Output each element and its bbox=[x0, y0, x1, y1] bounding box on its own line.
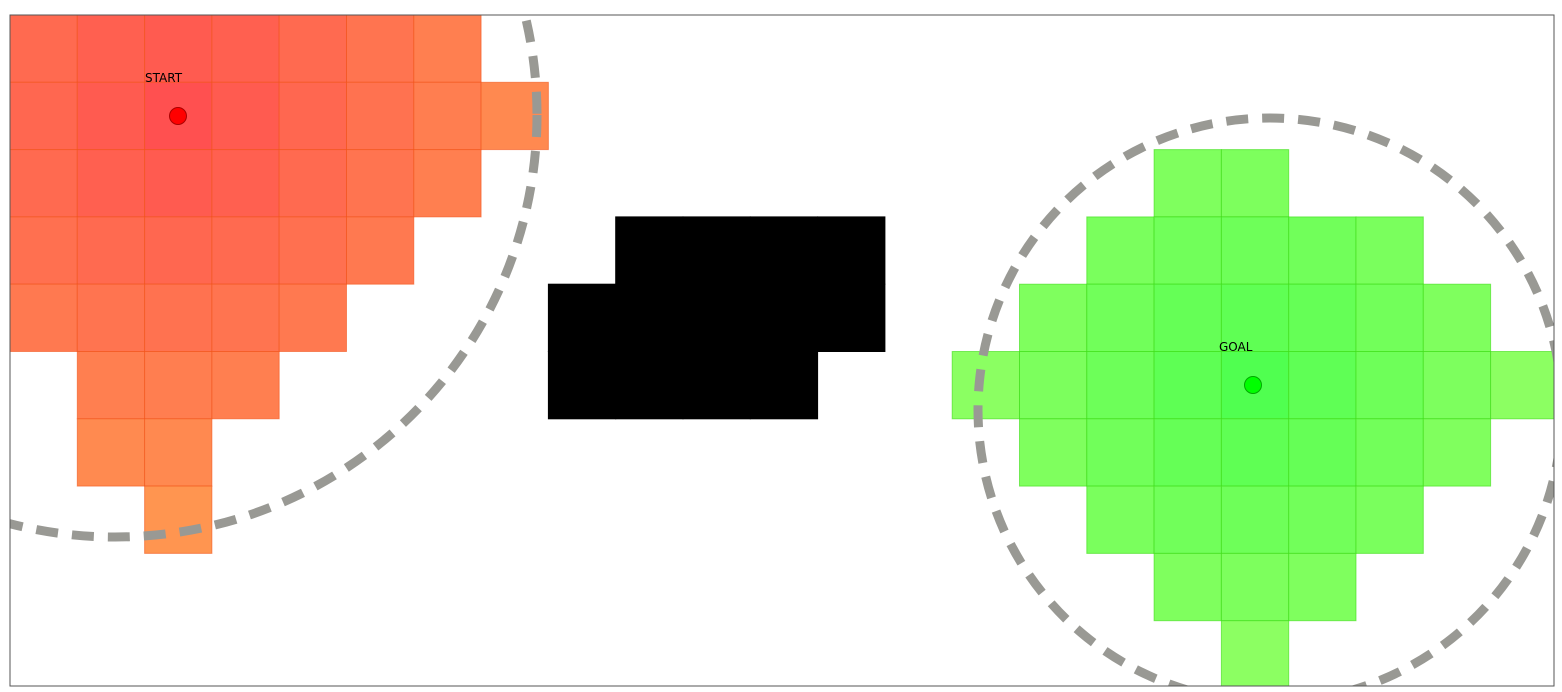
start-cell bbox=[413, 81, 482, 151]
start-cell bbox=[211, 149, 280, 218]
start-cell bbox=[346, 149, 415, 218]
goal-cell bbox=[1422, 418, 1492, 487]
obstacle-cell bbox=[682, 351, 751, 420]
goal-cell bbox=[951, 351, 1021, 420]
start-cell bbox=[10, 149, 78, 218]
obstacle-cell bbox=[817, 216, 886, 285]
obstacle-cell bbox=[547, 351, 617, 420]
goal-cell bbox=[1490, 351, 1554, 420]
start-cell bbox=[278, 283, 348, 353]
start-cell bbox=[76, 418, 146, 487]
goal-cell bbox=[1019, 351, 1088, 420]
obstacle-cell bbox=[817, 283, 886, 352]
obstacle-cell bbox=[682, 283, 751, 352]
goal-cell bbox=[1153, 418, 1222, 487]
start-cell bbox=[144, 15, 213, 83]
start-cell bbox=[346, 216, 415, 285]
goal-cell bbox=[1086, 216, 1155, 285]
goal-cell bbox=[1422, 351, 1492, 420]
start-cell bbox=[10, 15, 78, 83]
start-cell bbox=[278, 149, 348, 218]
start-cell bbox=[144, 418, 213, 487]
goal-cell bbox=[1220, 552, 1290, 622]
goal-cell bbox=[1153, 485, 1222, 554]
goal-cell bbox=[1153, 216, 1222, 285]
start-cell bbox=[211, 15, 280, 83]
goal-cell bbox=[1086, 418, 1155, 487]
goal-cell bbox=[1220, 283, 1290, 353]
start-cell bbox=[278, 15, 348, 83]
goal-cell bbox=[1288, 283, 1357, 353]
goal-cell bbox=[1355, 351, 1424, 420]
start-marker bbox=[169, 107, 187, 125]
goal-boundary-circle bbox=[973, 113, 1554, 686]
obstacle-cell bbox=[547, 283, 617, 352]
obstacle bbox=[547, 216, 886, 420]
start-cell bbox=[278, 216, 348, 285]
goal-cell bbox=[1355, 216, 1424, 285]
start-cell bbox=[10, 283, 78, 353]
start-cell bbox=[144, 351, 213, 420]
goal-cell bbox=[1288, 552, 1357, 622]
goal-cell bbox=[1220, 216, 1290, 285]
goal-cell bbox=[1086, 283, 1155, 353]
goal-cell bbox=[1019, 283, 1088, 353]
goal-cell bbox=[1288, 216, 1357, 285]
start-cell bbox=[211, 283, 280, 353]
start-cell bbox=[211, 216, 280, 285]
start-region bbox=[10, 15, 549, 554]
goal-cell bbox=[1355, 485, 1424, 554]
start-cell bbox=[10, 216, 78, 285]
start-cell bbox=[211, 81, 280, 151]
goal-cell bbox=[1086, 485, 1155, 554]
obstacle-cell bbox=[615, 283, 684, 352]
start-cell bbox=[144, 283, 213, 353]
start-boundary-circle bbox=[10, 15, 542, 542]
start-cell bbox=[76, 15, 146, 83]
goal-cell bbox=[1220, 485, 1290, 554]
goal-cell bbox=[1422, 283, 1492, 353]
start-label: START bbox=[145, 71, 183, 85]
obstacle-cell bbox=[682, 216, 751, 285]
start-cell bbox=[76, 81, 146, 151]
start-cell bbox=[413, 149, 482, 218]
goal-cell bbox=[1153, 351, 1222, 420]
obstacle-cell bbox=[749, 351, 819, 420]
goal-cell bbox=[1153, 149, 1222, 218]
goal-cell bbox=[1355, 418, 1424, 487]
start-cell bbox=[76, 283, 146, 353]
start-cell bbox=[144, 149, 213, 218]
goal-cell bbox=[1220, 620, 1290, 686]
goal-cell bbox=[1220, 418, 1290, 487]
goal-cell bbox=[1288, 418, 1357, 487]
goal-cell bbox=[1153, 552, 1222, 622]
start-cell bbox=[413, 15, 482, 83]
obstacle-cell bbox=[749, 283, 819, 352]
goal-cell bbox=[1153, 283, 1222, 353]
goal-cell bbox=[1355, 283, 1424, 353]
start-cell bbox=[346, 15, 415, 83]
goal-cell bbox=[1288, 485, 1357, 554]
obstacle-cell bbox=[615, 351, 684, 420]
goal-cell bbox=[1019, 418, 1088, 487]
start-cell bbox=[76, 351, 146, 420]
start-cell bbox=[278, 81, 348, 151]
start-cell bbox=[144, 485, 213, 554]
start-cell bbox=[144, 216, 213, 285]
start-cell bbox=[76, 149, 146, 218]
goal-cell bbox=[1288, 351, 1357, 420]
plot-frame bbox=[9, 14, 1555, 687]
goal-label: GOAL bbox=[1219, 340, 1253, 354]
start-cell bbox=[10, 81, 78, 151]
obstacle-cell bbox=[749, 216, 819, 285]
goal-cell bbox=[1086, 351, 1155, 420]
start-cell bbox=[211, 351, 280, 420]
obstacle-cell bbox=[615, 216, 684, 285]
start-cell bbox=[346, 81, 415, 151]
goal-cell bbox=[1220, 149, 1290, 218]
start-cell bbox=[76, 216, 146, 285]
goal-marker bbox=[1244, 376, 1262, 394]
goal-region bbox=[951, 149, 1554, 686]
